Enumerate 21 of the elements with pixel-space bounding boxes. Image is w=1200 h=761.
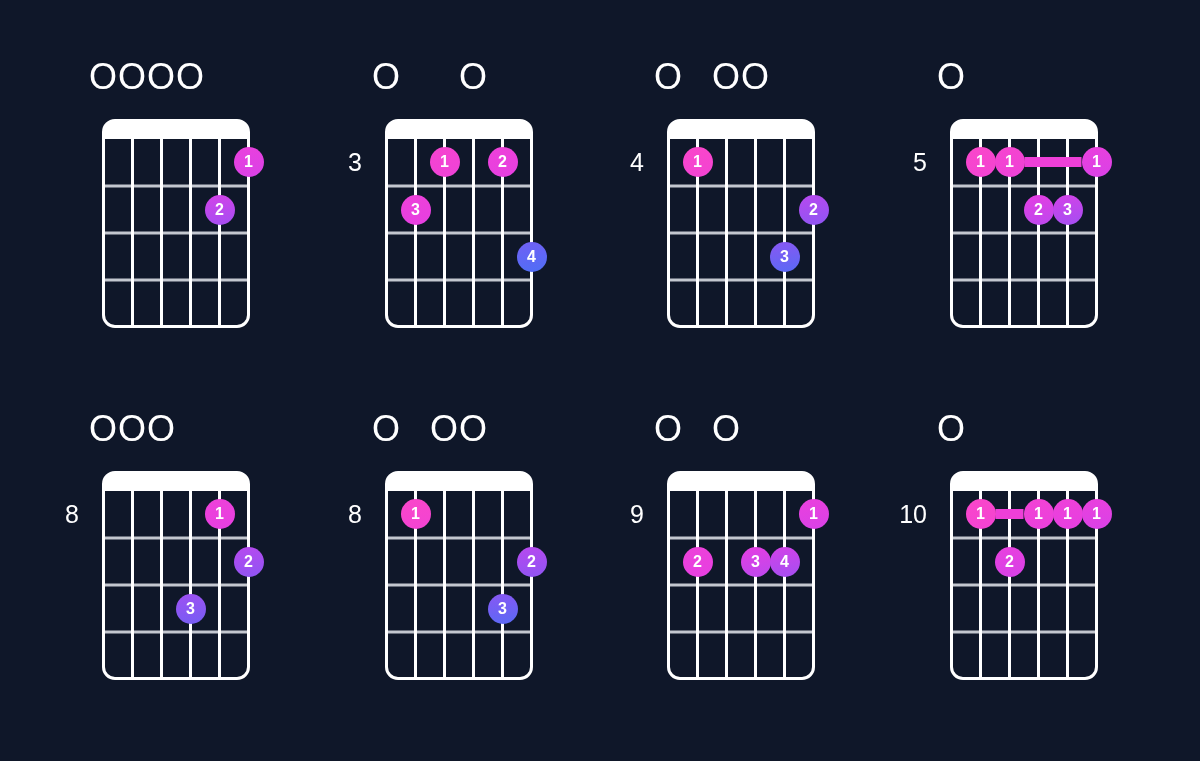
open-string-marker: OO (430, 411, 488, 447)
open-string-marker: OOO (89, 411, 176, 447)
open-string-marker: O (372, 59, 401, 95)
fret-number: 3 (348, 150, 362, 175)
open-string-marker: O (459, 59, 488, 95)
barre-line (995, 509, 1024, 519)
fret-number: 9 (630, 502, 644, 527)
fret-number: 10 (899, 502, 927, 527)
fret-number: 4 (630, 150, 644, 175)
open-string-marker: O (372, 411, 401, 447)
open-string-marker: O (654, 411, 683, 447)
fret-number: 8 (348, 502, 362, 527)
open-string-marker: O (937, 59, 966, 95)
open-string-marker: OOOO (89, 59, 205, 95)
fret-number: 8 (65, 502, 79, 527)
fret-number: 5 (913, 150, 927, 175)
open-string-marker: O (937, 411, 966, 447)
barre-line (1024, 157, 1082, 167)
open-string-marker: OO (712, 59, 770, 95)
open-string-marker: O (712, 411, 741, 447)
open-string-marker: O (654, 59, 683, 95)
